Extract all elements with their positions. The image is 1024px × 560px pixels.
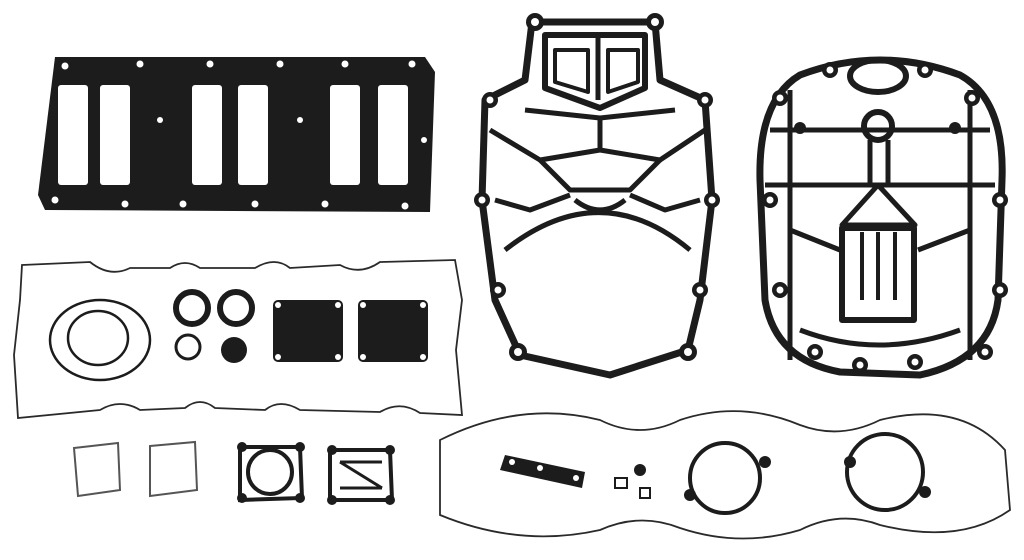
- small-square-gasket-icon: [72, 440, 395, 505]
- exhaust-plate-gasket-icon: [756, 56, 1008, 379]
- round-port-gasket-icon: [684, 432, 931, 515]
- round-seal-icon: [173, 289, 255, 363]
- bar-gasket-icon: [500, 455, 651, 499]
- square-reed-gasket-icon: [273, 300, 428, 362]
- adapter-plate-gasket-icon: [474, 13, 720, 379]
- thin-outline-gasket-icon: [13, 259, 463, 419]
- figure-eight-outline-gasket-icon: [439, 410, 1011, 540]
- rectangular-manifold-gasket-icon: [38, 57, 435, 212]
- o-ring-icon: [48, 298, 152, 382]
